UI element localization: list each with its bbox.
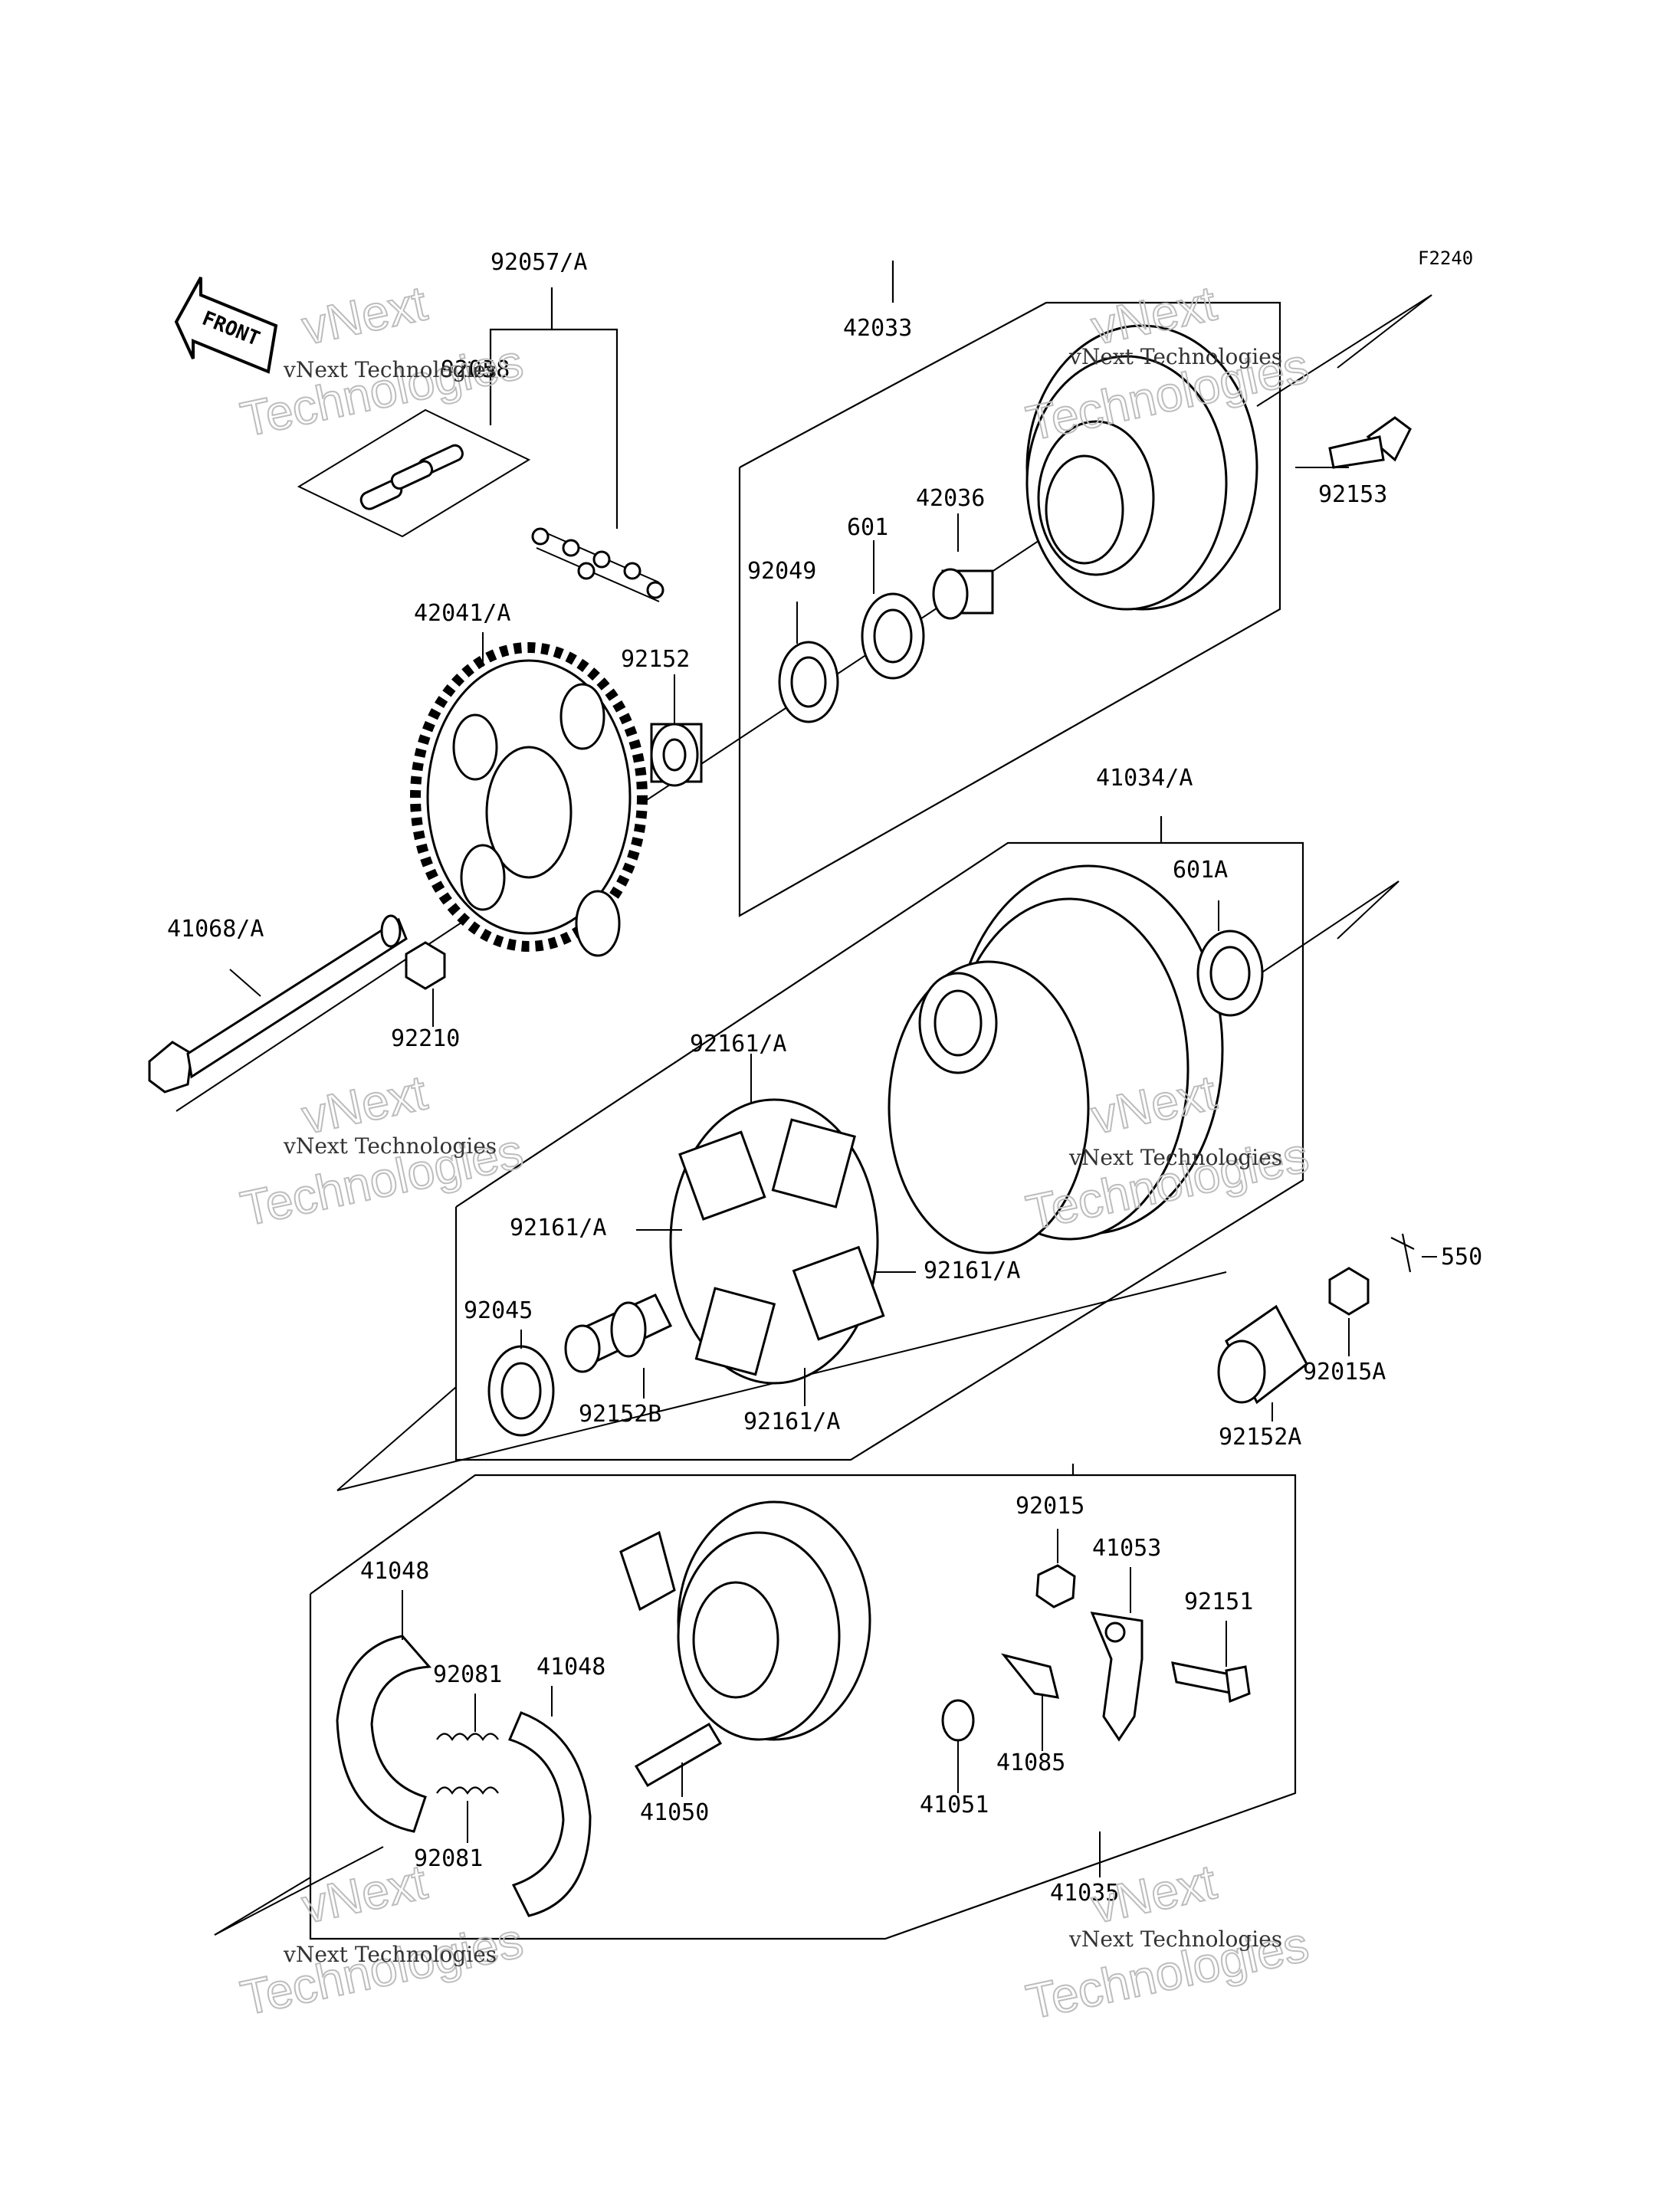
label-92015a: 92015A bbox=[1303, 1359, 1386, 1385]
svg-text:vNext Technologies: vNext Technologies bbox=[1068, 344, 1282, 369]
collar-92152 bbox=[650, 723, 703, 787]
svg-text:vNext Technologies: vNext Technologies bbox=[283, 357, 497, 382]
label-92049: 92049 bbox=[747, 558, 816, 585]
collar-92152b bbox=[564, 1294, 673, 1373]
label-92161-a-left: 92161/A bbox=[510, 1215, 606, 1241]
label-42033: 42033 bbox=[843, 315, 912, 342]
label-42036: 42036 bbox=[916, 485, 985, 512]
label-92058: 92058 bbox=[441, 356, 510, 383]
label-92161-a-bottom: 92161/A bbox=[743, 1408, 840, 1435]
label-92161-a-right: 92161/A bbox=[924, 1258, 1020, 1284]
label-41048-right: 41048 bbox=[536, 1654, 605, 1681]
label-41053: 41053 bbox=[1092, 1535, 1161, 1562]
label-92057-a: 92057/A bbox=[491, 249, 587, 276]
label-41051: 41051 bbox=[920, 1792, 989, 1818]
svg-text:vNext: vNext bbox=[297, 1854, 431, 1933]
nut-92015a bbox=[1328, 1267, 1370, 1316]
figure-code: F2240 bbox=[1418, 248, 1473, 269]
seal-92049 bbox=[778, 641, 839, 723]
label-601a: 601A bbox=[1173, 857, 1228, 884]
chain-link-parts bbox=[359, 444, 464, 510]
svg-text:vNext: vNext bbox=[297, 275, 431, 355]
nut-92210 bbox=[405, 941, 446, 990]
label-41035: 41035 bbox=[1050, 1880, 1119, 1907]
label-92152: 92152 bbox=[621, 646, 690, 673]
svg-text:Technologies: Technologies bbox=[236, 334, 527, 448]
label-550: 550 bbox=[1441, 1244, 1482, 1271]
part-labels: 92057/A 92058 42033 92153 42036 601 9204… bbox=[167, 249, 1482, 1907]
label-601: 601 bbox=[847, 514, 888, 541]
label-92153: 92153 bbox=[1318, 481, 1387, 508]
svg-text:vNext Technologies: vNext Technologies bbox=[283, 1942, 497, 1967]
label-41034-a: 41034/A bbox=[1096, 765, 1193, 792]
indicator-41085 bbox=[1001, 1653, 1060, 1699]
bushing-42036 bbox=[932, 568, 994, 620]
svg-text:vNext Technologies: vNext Technologies bbox=[1068, 1145, 1282, 1170]
label-41048-left: 41048 bbox=[360, 1558, 429, 1585]
wheel-hub-icon bbox=[888, 864, 1224, 1254]
brake-panel-icon bbox=[619, 1500, 871, 1741]
svg-text:vNext Technologies: vNext Technologies bbox=[1068, 1926, 1282, 1952]
label-92210: 92210 bbox=[391, 1025, 460, 1052]
lever-41053 bbox=[1090, 1612, 1144, 1742]
label-41068-a: 41068/A bbox=[167, 916, 264, 943]
label-92151: 92151 bbox=[1184, 1589, 1253, 1615]
label-92161-a-top: 92161/A bbox=[690, 1031, 786, 1058]
label-92045: 92045 bbox=[464, 1297, 533, 1324]
leader-lines bbox=[229, 467, 1437, 1877]
sprocket-icon bbox=[410, 642, 648, 957]
bearing-92045 bbox=[487, 1345, 555, 1437]
svg-text:vNext Technologies: vNext Technologies bbox=[283, 1133, 497, 1159]
label-92015: 92015 bbox=[1016, 1493, 1084, 1520]
coupling-42033 bbox=[1025, 324, 1258, 611]
label-41050: 41050 bbox=[640, 1799, 709, 1826]
svg-text:vNext: vNext bbox=[1087, 1854, 1221, 1933]
bolt-92151 bbox=[1171, 1661, 1251, 1703]
front-arrow-icon: FRONT bbox=[174, 277, 278, 374]
seal-41051 bbox=[941, 1699, 975, 1742]
label-92152b: 92152B bbox=[579, 1401, 661, 1428]
spring-icon bbox=[436, 1733, 499, 1795]
cotter-pin-550 bbox=[1390, 1233, 1415, 1273]
brake-shoe-icon bbox=[336, 1635, 592, 1917]
damper-rubber-icon bbox=[669, 1098, 885, 1385]
label-92152a: 92152A bbox=[1219, 1424, 1301, 1451]
label-92081-bottom: 92081 bbox=[414, 1845, 483, 1872]
label-92081-top: 92081 bbox=[433, 1661, 502, 1688]
nut-92015 bbox=[1035, 1564, 1076, 1608]
chain-icon bbox=[531, 527, 664, 602]
label-42041-a: 42041/A bbox=[414, 600, 510, 627]
bolt-92153 bbox=[1328, 416, 1412, 469]
spacer-92152a bbox=[1217, 1304, 1308, 1405]
brake-cam-41050 bbox=[634, 1722, 723, 1788]
axle-41068 bbox=[148, 914, 408, 1094]
label-41085: 41085 bbox=[996, 1749, 1065, 1776]
bearing-601a bbox=[1196, 930, 1264, 1017]
svg-text:Technologies: Technologies bbox=[236, 1913, 527, 2026]
bearing-601 bbox=[861, 592, 925, 680]
